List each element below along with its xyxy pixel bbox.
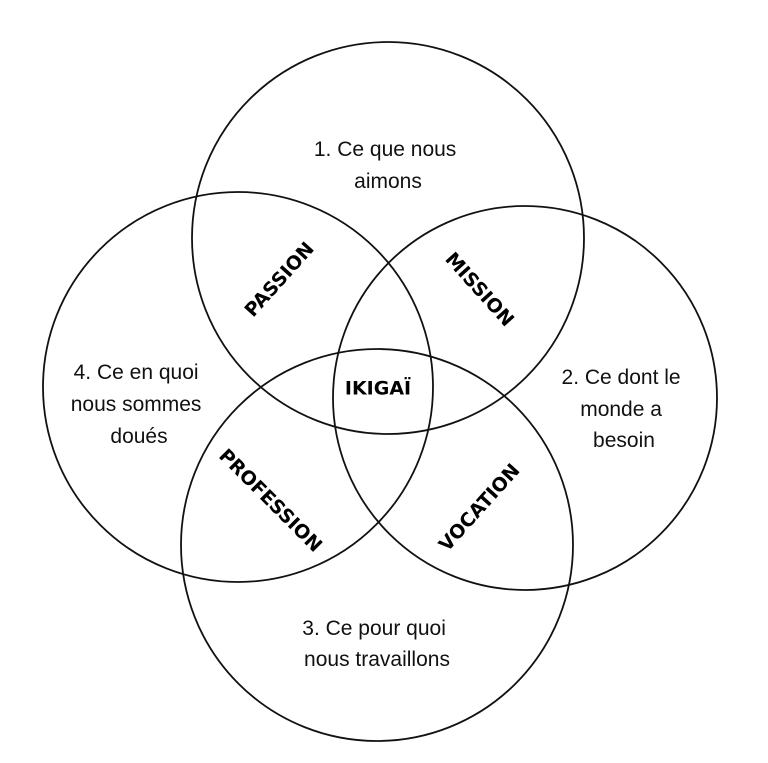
- circle-right-label-line: monde a: [580, 398, 662, 421]
- circle-top: [191, 41, 585, 435]
- circle-top-label: 1. Ce que nous aimons: [314, 138, 462, 193]
- overlap-passion-label: PASSION: [240, 238, 318, 321]
- center-ikigai-label: IKIGAÏ: [345, 376, 411, 400]
- circle-right-label-line: besoin: [593, 429, 655, 452]
- overlap-profession-label: PROFESSION: [214, 445, 326, 557]
- overlap-mission-label: MISSION: [441, 248, 519, 331]
- circle-right-label: 2. Ce dont le monde a besoin: [562, 366, 687, 452]
- circle-bottom: [180, 348, 574, 742]
- circle-bottom-label-line: nous travaillons: [304, 648, 450, 671]
- overlap-vocation-label: VOCATION: [435, 460, 525, 556]
- circle-top-label-line: aimons: [354, 170, 422, 193]
- circle-bottom-label: 3. Ce pour quoi nous travaillons: [302, 617, 451, 671]
- circle-left-label-line: 4. Ce en quoi: [74, 361, 199, 384]
- circle-left: [42, 191, 434, 583]
- circle-left-label: 4. Ce en quoi nous sommes doués: [71, 361, 208, 448]
- circle-right-label-line: 2. Ce dont le: [562, 366, 681, 389]
- circle-bottom-label-line: 3. Ce pour quoi: [302, 617, 446, 640]
- circle-left-label-line: doués: [110, 425, 167, 448]
- circle-right: [332, 205, 718, 591]
- circle-left-label-line: nous sommes: [71, 393, 202, 416]
- circle-top-label-line: 1. Ce que nous: [314, 138, 456, 161]
